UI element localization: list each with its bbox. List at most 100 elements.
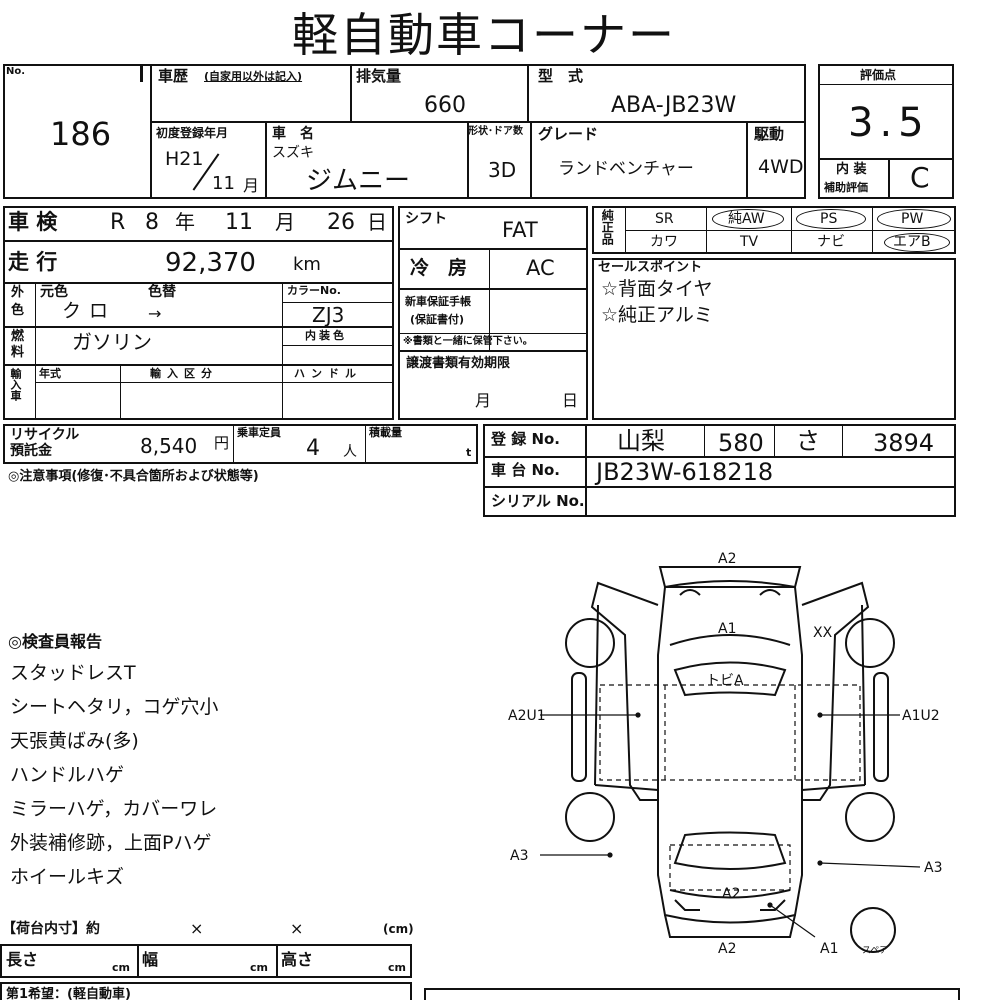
color-code-value: ZJ3 — [312, 303, 345, 327]
cargo-height-label: 高さ — [281, 950, 314, 969]
genuine-airbag-circle — [884, 233, 950, 252]
color-side-1: 外 — [11, 285, 25, 300]
car-name-value: ジムニー — [306, 166, 411, 196]
score-box — [818, 64, 954, 199]
transfer-label: 譲渡書類有効期限 — [406, 356, 511, 371]
genuine-pw-circle — [877, 209, 951, 229]
sales-point-2: ☆純正アルミ — [601, 304, 713, 326]
diagram-left-rear-label: A3 — [510, 848, 528, 864]
genuine-sr: SR — [655, 211, 674, 227]
grade-label: グレード — [538, 125, 599, 143]
shift-box — [398, 206, 588, 420]
registration-box — [483, 424, 956, 517]
cargo-box — [0, 944, 412, 978]
car-name-label: 車 名 — [272, 126, 314, 142]
cargo-length-unit: cm — [112, 961, 130, 974]
registration-class: 580 — [718, 429, 764, 457]
first-reg-label: 初度登録年月 — [156, 126, 229, 140]
genuine-ps: PS — [820, 211, 838, 227]
diagram-bumper-label: A1 — [820, 941, 838, 957]
inspector-label: ◎検査員報告 — [8, 632, 102, 651]
recycle-label-2: 預託金 — [10, 443, 52, 459]
chassis-label: 車 台 No. — [491, 461, 561, 479]
orig-color-label: 元色 — [40, 284, 68, 300]
inspector-item-7: ホイールキズ — [10, 866, 125, 888]
fuel-side-1: 燃 — [11, 329, 25, 344]
genuine-airbag: エアB — [893, 234, 931, 250]
genuine-navi: ナビ — [817, 234, 845, 250]
inspection-month-unit: 月 — [275, 210, 295, 234]
cargo-x2: × — [290, 919, 304, 938]
chassis-value: JB23W-618218 — [596, 458, 774, 486]
inspection-day: 26 — [327, 210, 355, 235]
inspection-label: 車 検 — [8, 210, 58, 234]
history-note: (自家用以外は記入) — [204, 70, 303, 83]
first-reg-month: 11 — [212, 173, 235, 194]
inspector-item-4: ハンドルハゲ — [10, 764, 125, 786]
recycle-label-1: リサイクル — [10, 427, 80, 443]
cargo-width-unit: cm — [250, 961, 268, 974]
page-title: 軽自動車コーナー — [292, 8, 676, 62]
header-grid — [3, 64, 806, 199]
cargo-x1: × — [190, 919, 204, 938]
color-change-value: → — [148, 304, 162, 323]
transfer-day: 日 — [562, 391, 579, 410]
first-reg-month-unit: 月 — [243, 176, 260, 195]
fuel-value: ガソリン — [72, 330, 152, 354]
recycle-unit: 円 — [214, 434, 230, 452]
score-label: 評価点 — [860, 68, 897, 82]
car-damage-diagram: A2 A1 XX トビA A2U1 A1U2 A3 A3 A2 A2 A1 スペ… — [508, 551, 942, 957]
genuine-ps-circle — [796, 209, 866, 229]
inspection-box — [3, 206, 394, 420]
color-code-label: カラーNo. — [287, 284, 341, 297]
registration-label: 登 録 No. — [491, 430, 561, 448]
notes-label: ◎注意事項(修復･不具合箇所および状態等) — [8, 469, 259, 484]
grade-value: ランドベンチャー — [558, 159, 694, 179]
genuine-pw: PW — [901, 211, 924, 227]
load-unit: t — [466, 446, 472, 459]
genuine-tv: TV — [740, 234, 759, 250]
model-label: 型 式 — [538, 67, 584, 85]
inspector-item-2: シートヘタリ，コゲ穴小 — [10, 696, 219, 718]
genuine-side: 純正品 — [600, 209, 615, 245]
cargo-unit: (cm) — [383, 922, 414, 936]
sales-point-1: ☆背面タイヤ — [601, 278, 713, 300]
shift-label: シフト — [405, 211, 447, 227]
recycle-box — [3, 424, 478, 464]
inspection-era: R — [110, 210, 126, 235]
lot-number: 186 — [50, 115, 112, 153]
ac-label: 冷 房 — [410, 257, 468, 279]
import-side: 輸入車 — [9, 368, 22, 401]
diagram-mirror-label: XX — [813, 625, 833, 641]
body-label: 形状･ドア数 — [468, 126, 523, 137]
warranty-label-1: 新車保証手帳 — [405, 295, 471, 308]
score-value: 3.5 — [848, 100, 930, 146]
displacement-value: 660 — [424, 93, 466, 118]
cargo-length-label: 長さ — [6, 950, 39, 969]
sales-points-label: セールスポイント — [598, 260, 703, 275]
capacity-value: 4 — [306, 436, 320, 461]
diagram-left-label: A2U1 — [508, 708, 546, 724]
registration-kana: さ — [796, 427, 820, 455]
inspector-item-1: スタッドレスT — [10, 662, 136, 684]
load-label: 積載量 — [369, 426, 402, 439]
recycle-value: 8,540 — [140, 434, 198, 458]
capacity-label: 乗車定員 — [237, 426, 281, 439]
diagram-hood-label: A1 — [718, 621, 736, 637]
shift-value: FAT — [502, 218, 538, 242]
mileage-label: 走 行 — [8, 250, 58, 274]
serial-label: シリアル No. — [491, 492, 585, 510]
diagram-top-label: A2 — [718, 551, 736, 567]
first-reg-year: H21 — [165, 148, 204, 170]
inspector-item-6: 外装補修跡，上面Pハゲ — [10, 832, 212, 854]
cargo-label: 【荷台内寸】約 — [2, 921, 100, 937]
displacement-label: 排気量 — [356, 67, 402, 85]
capacity-unit: 人 — [343, 444, 357, 460]
diagram-rear-bottom-label: A2 — [718, 941, 736, 957]
import-division-label: 輸入区分 — [150, 367, 218, 380]
diagram-rear-top-label: A2 — [722, 886, 740, 902]
ac-value: AC — [526, 256, 555, 280]
car-maker: スズキ — [272, 145, 314, 161]
transfer-month: 月 — [475, 391, 492, 410]
color-change-label: 色替 — [148, 284, 176, 300]
